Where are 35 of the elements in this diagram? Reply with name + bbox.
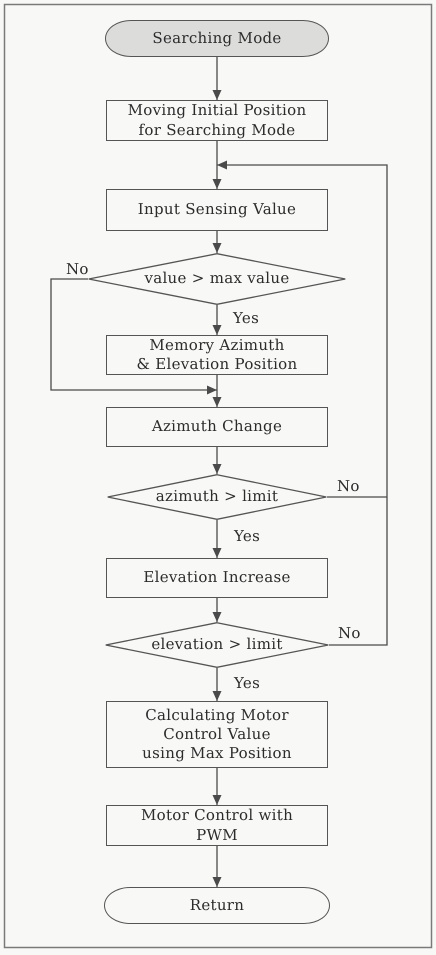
decision-diamond: azimuth > limit [107,474,327,520]
edge-label: Yes [234,675,260,691]
process-box: Azimuth Change [106,407,328,447]
arrow [212,390,222,407]
arrow [212,57,222,100]
arrow [217,160,388,497]
process-box: Input Sensing Value [106,189,328,231]
decision-diamond: elevation > limit [105,622,329,668]
start-terminal: Searching Mode [105,20,329,57]
connector-line [327,496,387,498]
process-box: Moving Initial Position for Searching Mode [106,100,328,141]
arrow [212,165,222,189]
edge-label: No [338,625,361,641]
edge-label: Yes [234,528,260,544]
connector-line [216,375,218,390]
edge-label: No [66,261,89,277]
process-box: Memory Azimuth & Elevation Position [106,335,328,375]
arrow [50,278,217,394]
edge-label: No [337,478,360,494]
arrow [212,520,222,558]
process-box: Elevation Increase [106,558,328,598]
arrow [212,447,222,474]
decision-diamond: value > max value [88,253,346,305]
arrow [212,668,222,701]
arrow [212,598,222,622]
arrow [212,231,222,253]
arrow [212,846,222,887]
arrow [212,305,222,335]
end-terminal: Return [104,887,330,924]
process-box: Calculating Motor Control Value using Max Position [106,701,328,768]
process-box: Motor Control with PWM [106,805,328,846]
edge-label: Yes [233,310,260,326]
arrow [212,768,222,805]
connector-line [329,497,388,646]
connector-line [216,141,218,165]
